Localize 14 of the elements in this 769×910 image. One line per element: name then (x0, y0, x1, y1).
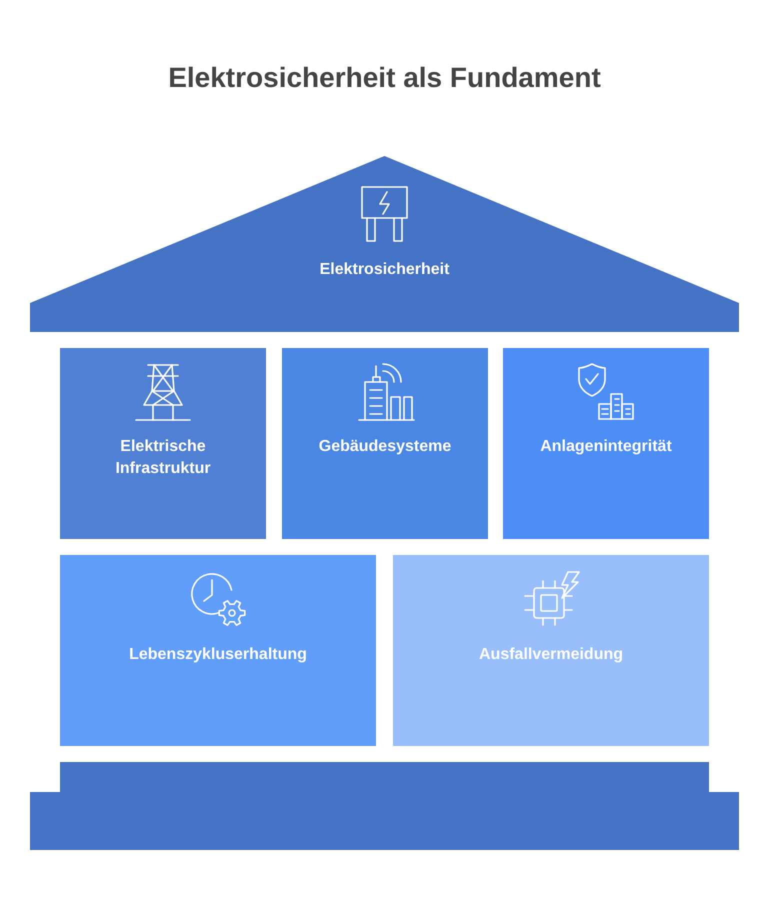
title: Elektrosicherheit als Fundament (168, 61, 601, 95)
pillar-label: Lebenszykluserhaltung (129, 645, 307, 665)
pillar-panel (60, 348, 266, 539)
pillar-panel (393, 555, 709, 746)
roof-shape (30, 156, 739, 332)
pillar-panel (282, 348, 488, 539)
pillar-label: Gebäudesysteme (318, 437, 452, 457)
roof-label: Elektrosicherheit (320, 260, 450, 280)
foundation-base (30, 762, 739, 850)
pillar-label: Anlagenintegrität (540, 437, 672, 457)
pillar-panel (60, 555, 376, 746)
pillar-label: Elektrische Infrastruktur (114, 437, 212, 479)
pillar-label: Ausfallvermeidung (478, 645, 624, 665)
pillar-panel (503, 348, 709, 539)
